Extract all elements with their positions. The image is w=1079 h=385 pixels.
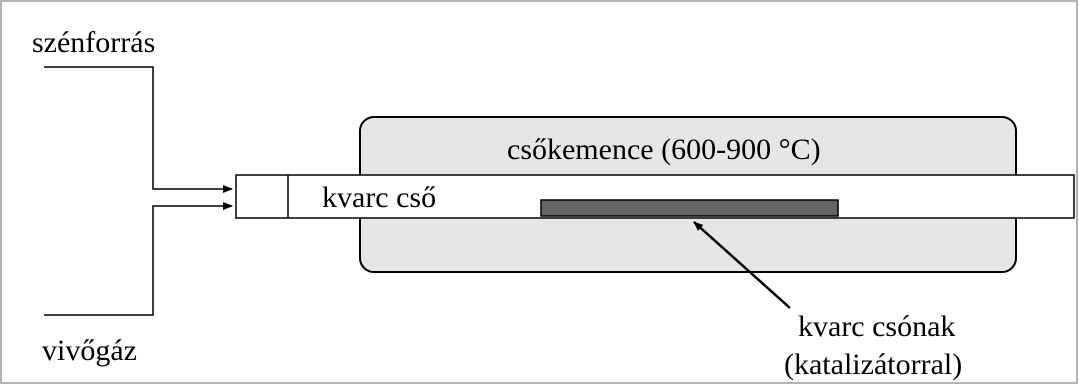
boat-pointer-arrow (693, 221, 791, 309)
quartz-boat (540, 199, 839, 217)
carbon-source-label: szénforrás (32, 26, 155, 59)
catalyst-note-label: (katalizátorral) (784, 348, 962, 381)
furnace-label: csőkemence (600-900 °C) (507, 133, 821, 166)
quartz-boat-label: kvarc csónak (798, 310, 955, 343)
quartz-tube-label: kvarc cső (322, 181, 436, 214)
carrier-gas-label: vivőgáz (42, 334, 137, 367)
carrier-gas-line (44, 202, 233, 316)
carbon-source-line (44, 66, 233, 193)
